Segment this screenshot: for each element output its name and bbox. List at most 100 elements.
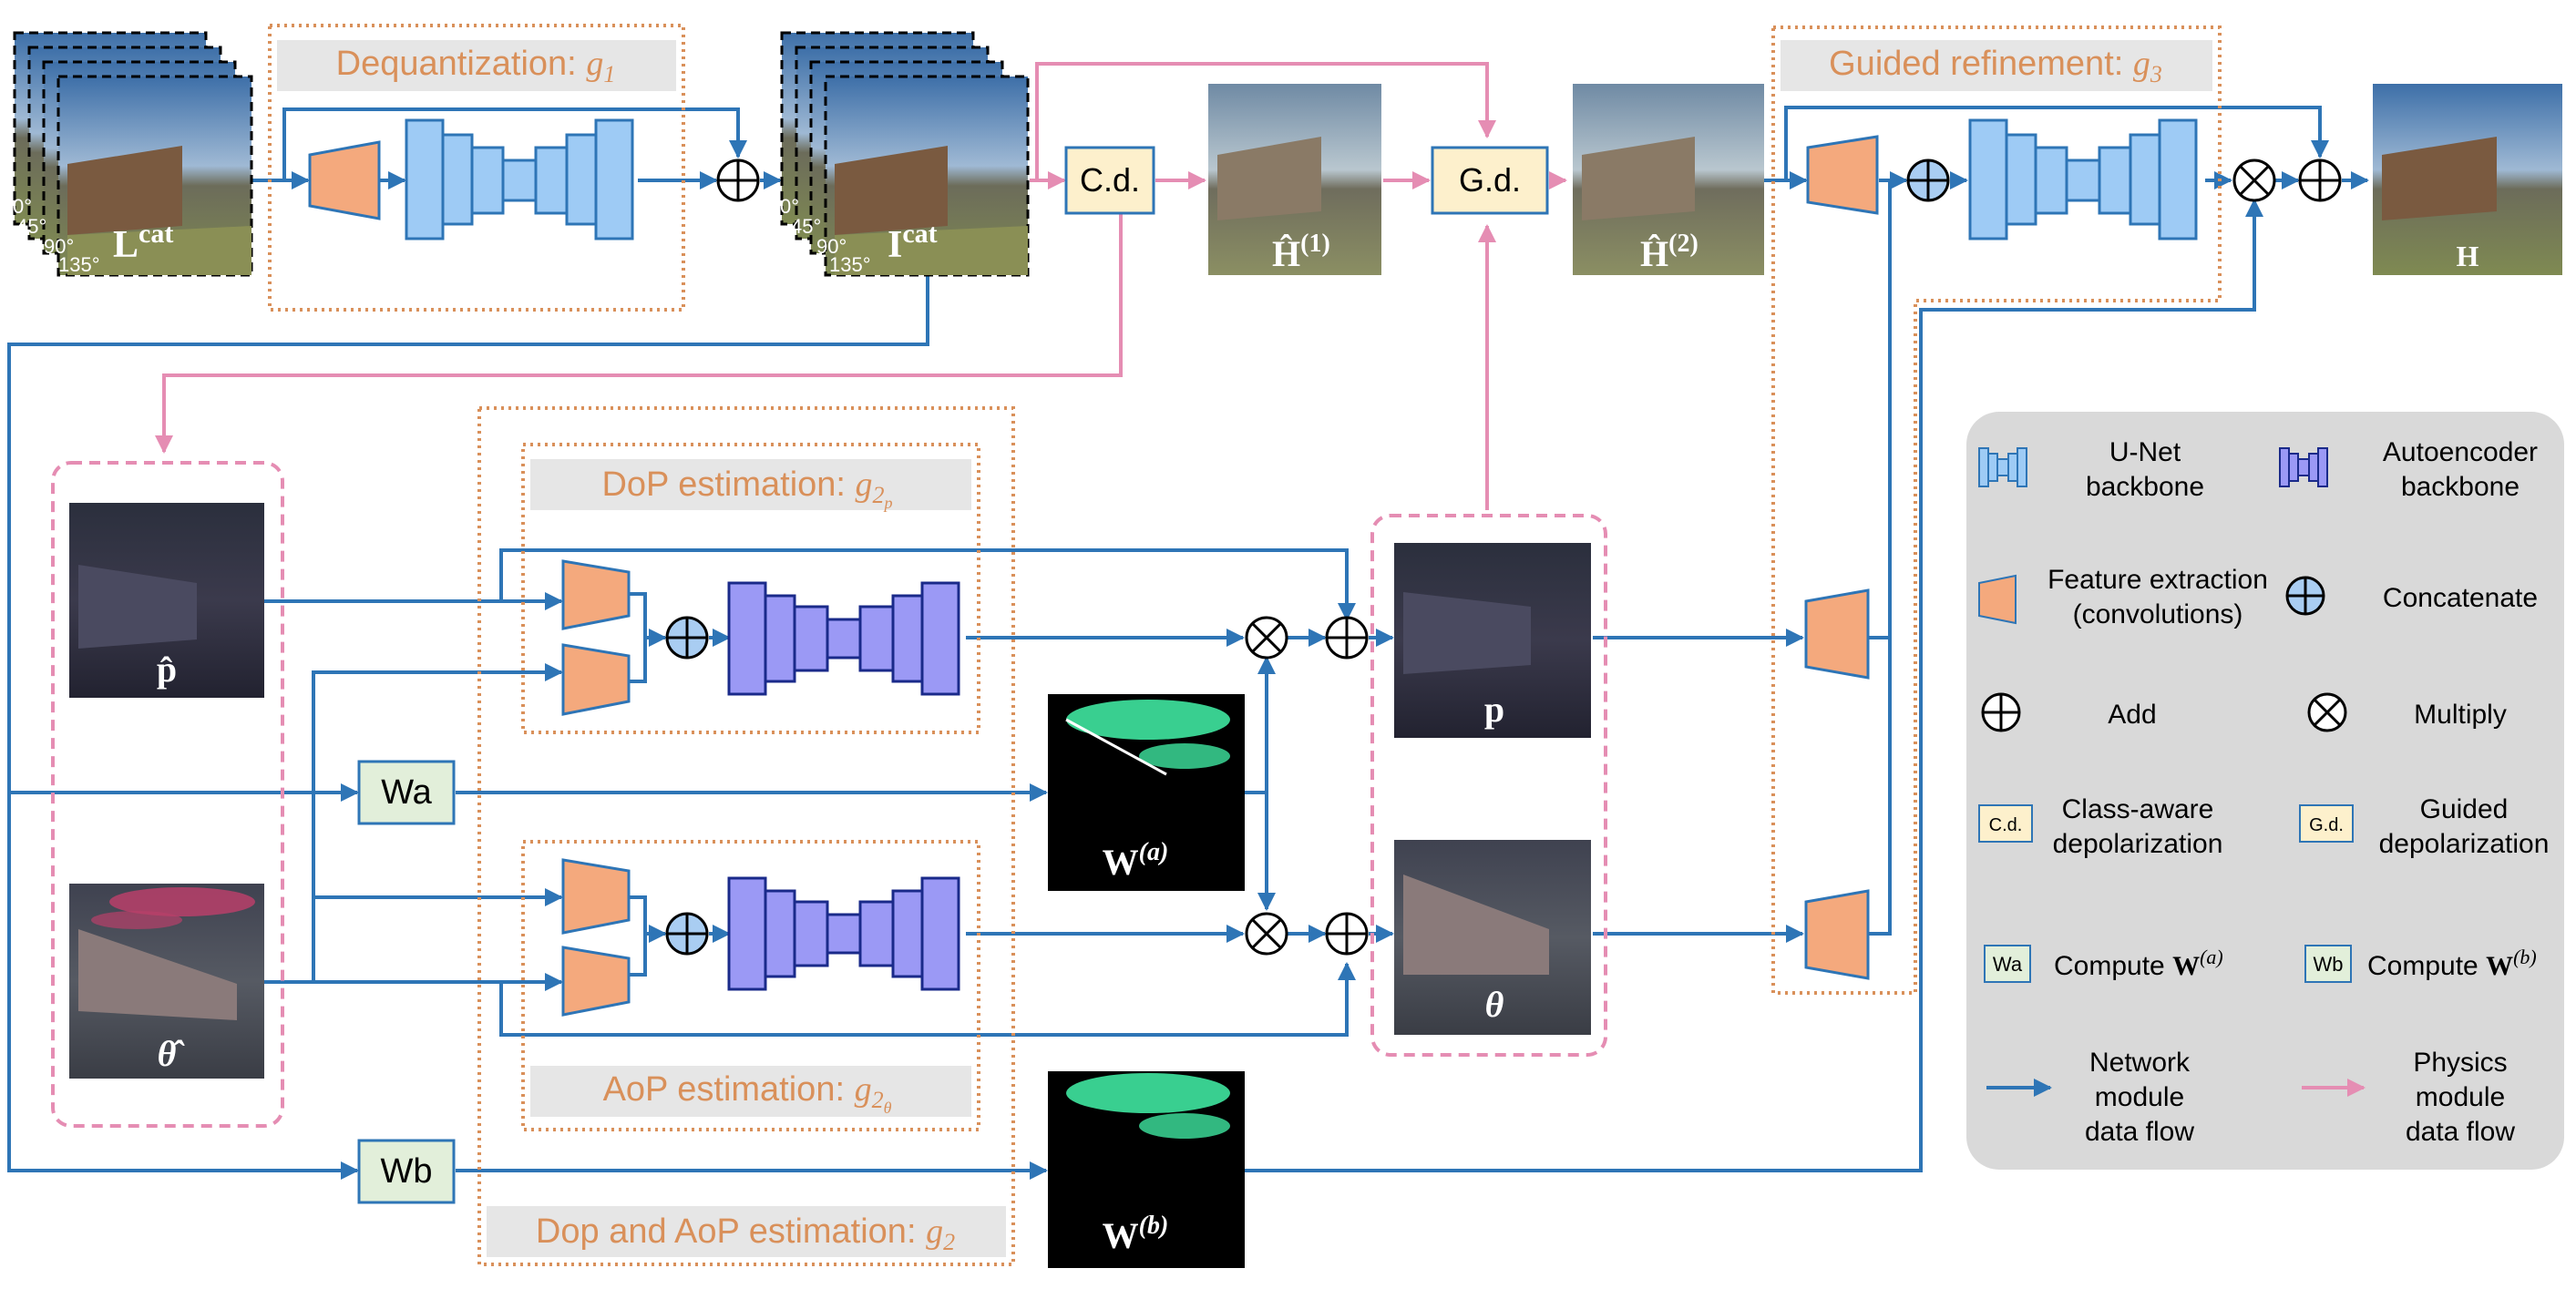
pink-borders	[51, 461, 1607, 1128]
feature-extractor-refine-2	[1804, 588, 1870, 680]
svg-text:(convolutions): (convolutions)	[2073, 599, 2243, 629]
svg-text:Compute W(a): Compute W(a)	[2054, 946, 2223, 981]
feature-extractor-aop-2	[561, 946, 631, 1017]
svg-text:Physics: Physics	[2413, 1048, 2507, 1078]
svg-text:data flow: data flow	[2085, 1117, 2194, 1147]
svg-text:Network: Network	[2089, 1048, 2191, 1078]
svg-text:45°: 45°	[16, 215, 46, 238]
unet-refine	[1968, 118, 2198, 240]
svg-text:135°: 135°	[58, 253, 100, 276]
legend-cd-icon	[1978, 804, 2033, 843]
legend-unet-icon	[1978, 447, 2027, 487]
svg-text:Compute W(b): Compute W(b)	[2367, 946, 2537, 981]
wb-map-image: W(b)	[1048, 1071, 1245, 1268]
svg-text:Class-aware: Class-aware	[2062, 794, 2214, 824]
i-cat-stack: 0° 45° 90° 135° Icat	[780, 31, 1030, 277]
cd-block: C.d.	[1064, 146, 1155, 215]
physics-flow-lines	[155, 62, 1567, 510]
network-flow-lines	[7, 106, 2369, 1180]
autoencoder-aop	[727, 876, 960, 991]
h-image: H	[2373, 84, 2562, 275]
i-cat-label: I	[888, 224, 902, 266]
svg-text:45°: 45°	[791, 215, 821, 238]
legend-gd-icon	[2299, 804, 2354, 843]
svg-text:Wa: Wa	[1993, 953, 2023, 976]
aop-estimation-label: AoP estimation:	[603, 1070, 855, 1109]
svg-text:0°: 0°	[13, 195, 32, 218]
svg-text:depolarization: depolarization	[2053, 829, 2223, 859]
svg-text:Icat: Icat	[888, 219, 938, 266]
concat-refine	[1906, 159, 1950, 202]
legend: U-Net backbone Autoencoder backbone Feat…	[1966, 412, 2564, 1170]
h1-image: Ĥ(1)	[1208, 84, 1381, 275]
aop-estimation-border	[521, 840, 980, 1131]
dequantization-label: Dequantization:	[336, 45, 587, 83]
concat-operators	[665, 159, 1950, 956]
h2-image: Ĥ(2)	[1573, 84, 1764, 275]
dequantization-border	[268, 24, 685, 312]
add-operators	[716, 159, 2342, 956]
svg-text:Feature extraction: Feature extraction	[2047, 565, 2268, 595]
guided-refinement-label: Guided refinement:	[1829, 45, 2133, 83]
svg-text:Multiply: Multiply	[2414, 700, 2507, 730]
autoencoder-dop	[727, 581, 960, 696]
svg-text:Lcat: Lcat	[113, 219, 173, 266]
svg-text:Wa: Wa	[381, 773, 432, 812]
svg-text:C.d.: C.d.	[1989, 815, 2023, 835]
feature-extractor-dequant	[308, 140, 381, 220]
svg-text:U-Net: U-Net	[2109, 437, 2181, 467]
svg-text:Wb: Wb	[2314, 953, 2344, 976]
svg-text:W(b): W(b)	[1103, 1212, 1169, 1256]
p-image: p	[1394, 543, 1591, 738]
feature-extractor-aop-1	[561, 858, 631, 935]
feature-extractors	[308, 135, 1879, 1017]
feature-extractor-refine-1	[1806, 135, 1879, 215]
svg-text:Wb: Wb	[381, 1152, 433, 1191]
multiply-aop	[1245, 912, 1288, 956]
multiply-operators	[1245, 159, 2276, 956]
guided-refinement-border	[1771, 26, 2222, 995]
svg-text:90°: 90°	[816, 235, 847, 258]
legend-concat-icon	[2285, 576, 2325, 616]
svg-text:G.d.: G.d.	[2309, 815, 2344, 835]
concat-dop	[665, 616, 709, 660]
svg-text:135°: 135°	[829, 253, 871, 276]
svg-text:module: module	[2095, 1082, 2184, 1112]
concat-aop	[665, 912, 709, 956]
wa-map-image: W(a)	[1048, 694, 1245, 891]
svg-text:Add: Add	[2108, 700, 2156, 730]
svg-text:backbone: backbone	[2401, 472, 2520, 502]
svg-text:Concatenate: Concatenate	[2383, 583, 2538, 613]
legend-wb-icon	[2304, 945, 2352, 983]
l-cat-label: L	[113, 224, 139, 266]
svg-text:p̂: p̂	[157, 649, 177, 690]
svg-text:Ĥ(2): Ĥ(2)	[1640, 230, 1699, 274]
legend-autoencoder-icon	[2279, 447, 2328, 487]
multiply-refine	[2232, 159, 2276, 202]
add-dequant	[716, 159, 760, 202]
l-cat-stack: 0° 45° 90° 135° Lcat	[13, 31, 253, 277]
theta-hat-image: θ̂	[69, 884, 264, 1079]
svg-text:Guided: Guided	[2420, 794, 2509, 824]
unet-dequant	[405, 118, 634, 240]
svg-text:Guided refinement: g3: Guided refinement: g3	[1829, 45, 2162, 87]
svg-text:Autoencoder: Autoencoder	[2383, 437, 2538, 467]
svg-text:0°: 0°	[780, 195, 799, 218]
svg-text:H: H	[2457, 240, 2479, 272]
dop-aop-estimation-label: Dop and AoP estimation:	[536, 1212, 926, 1251]
svg-text:Dop and AoP estimation: g2: Dop and AoP estimation: g2	[536, 1212, 955, 1255]
svg-text:module: module	[2416, 1082, 2505, 1112]
outputs-border	[1370, 514, 1607, 1057]
feature-extractor-refine-3	[1804, 889, 1870, 980]
add-aop	[1325, 912, 1369, 956]
multiply-dop	[1245, 616, 1288, 660]
svg-text:depolarization: depolarization	[2379, 829, 2550, 859]
group-borders	[268, 24, 2222, 1266]
svg-text:DoP estimation: g2p: DoP estimation: g2p	[601, 465, 892, 512]
svg-text:Ĥ(1): Ĥ(1)	[1272, 230, 1330, 274]
svg-text:p: p	[1484, 689, 1504, 730]
theta-image: θ	[1394, 840, 1591, 1035]
svg-text:data flow: data flow	[2406, 1117, 2515, 1147]
wb-block: Wb	[357, 1139, 456, 1204]
